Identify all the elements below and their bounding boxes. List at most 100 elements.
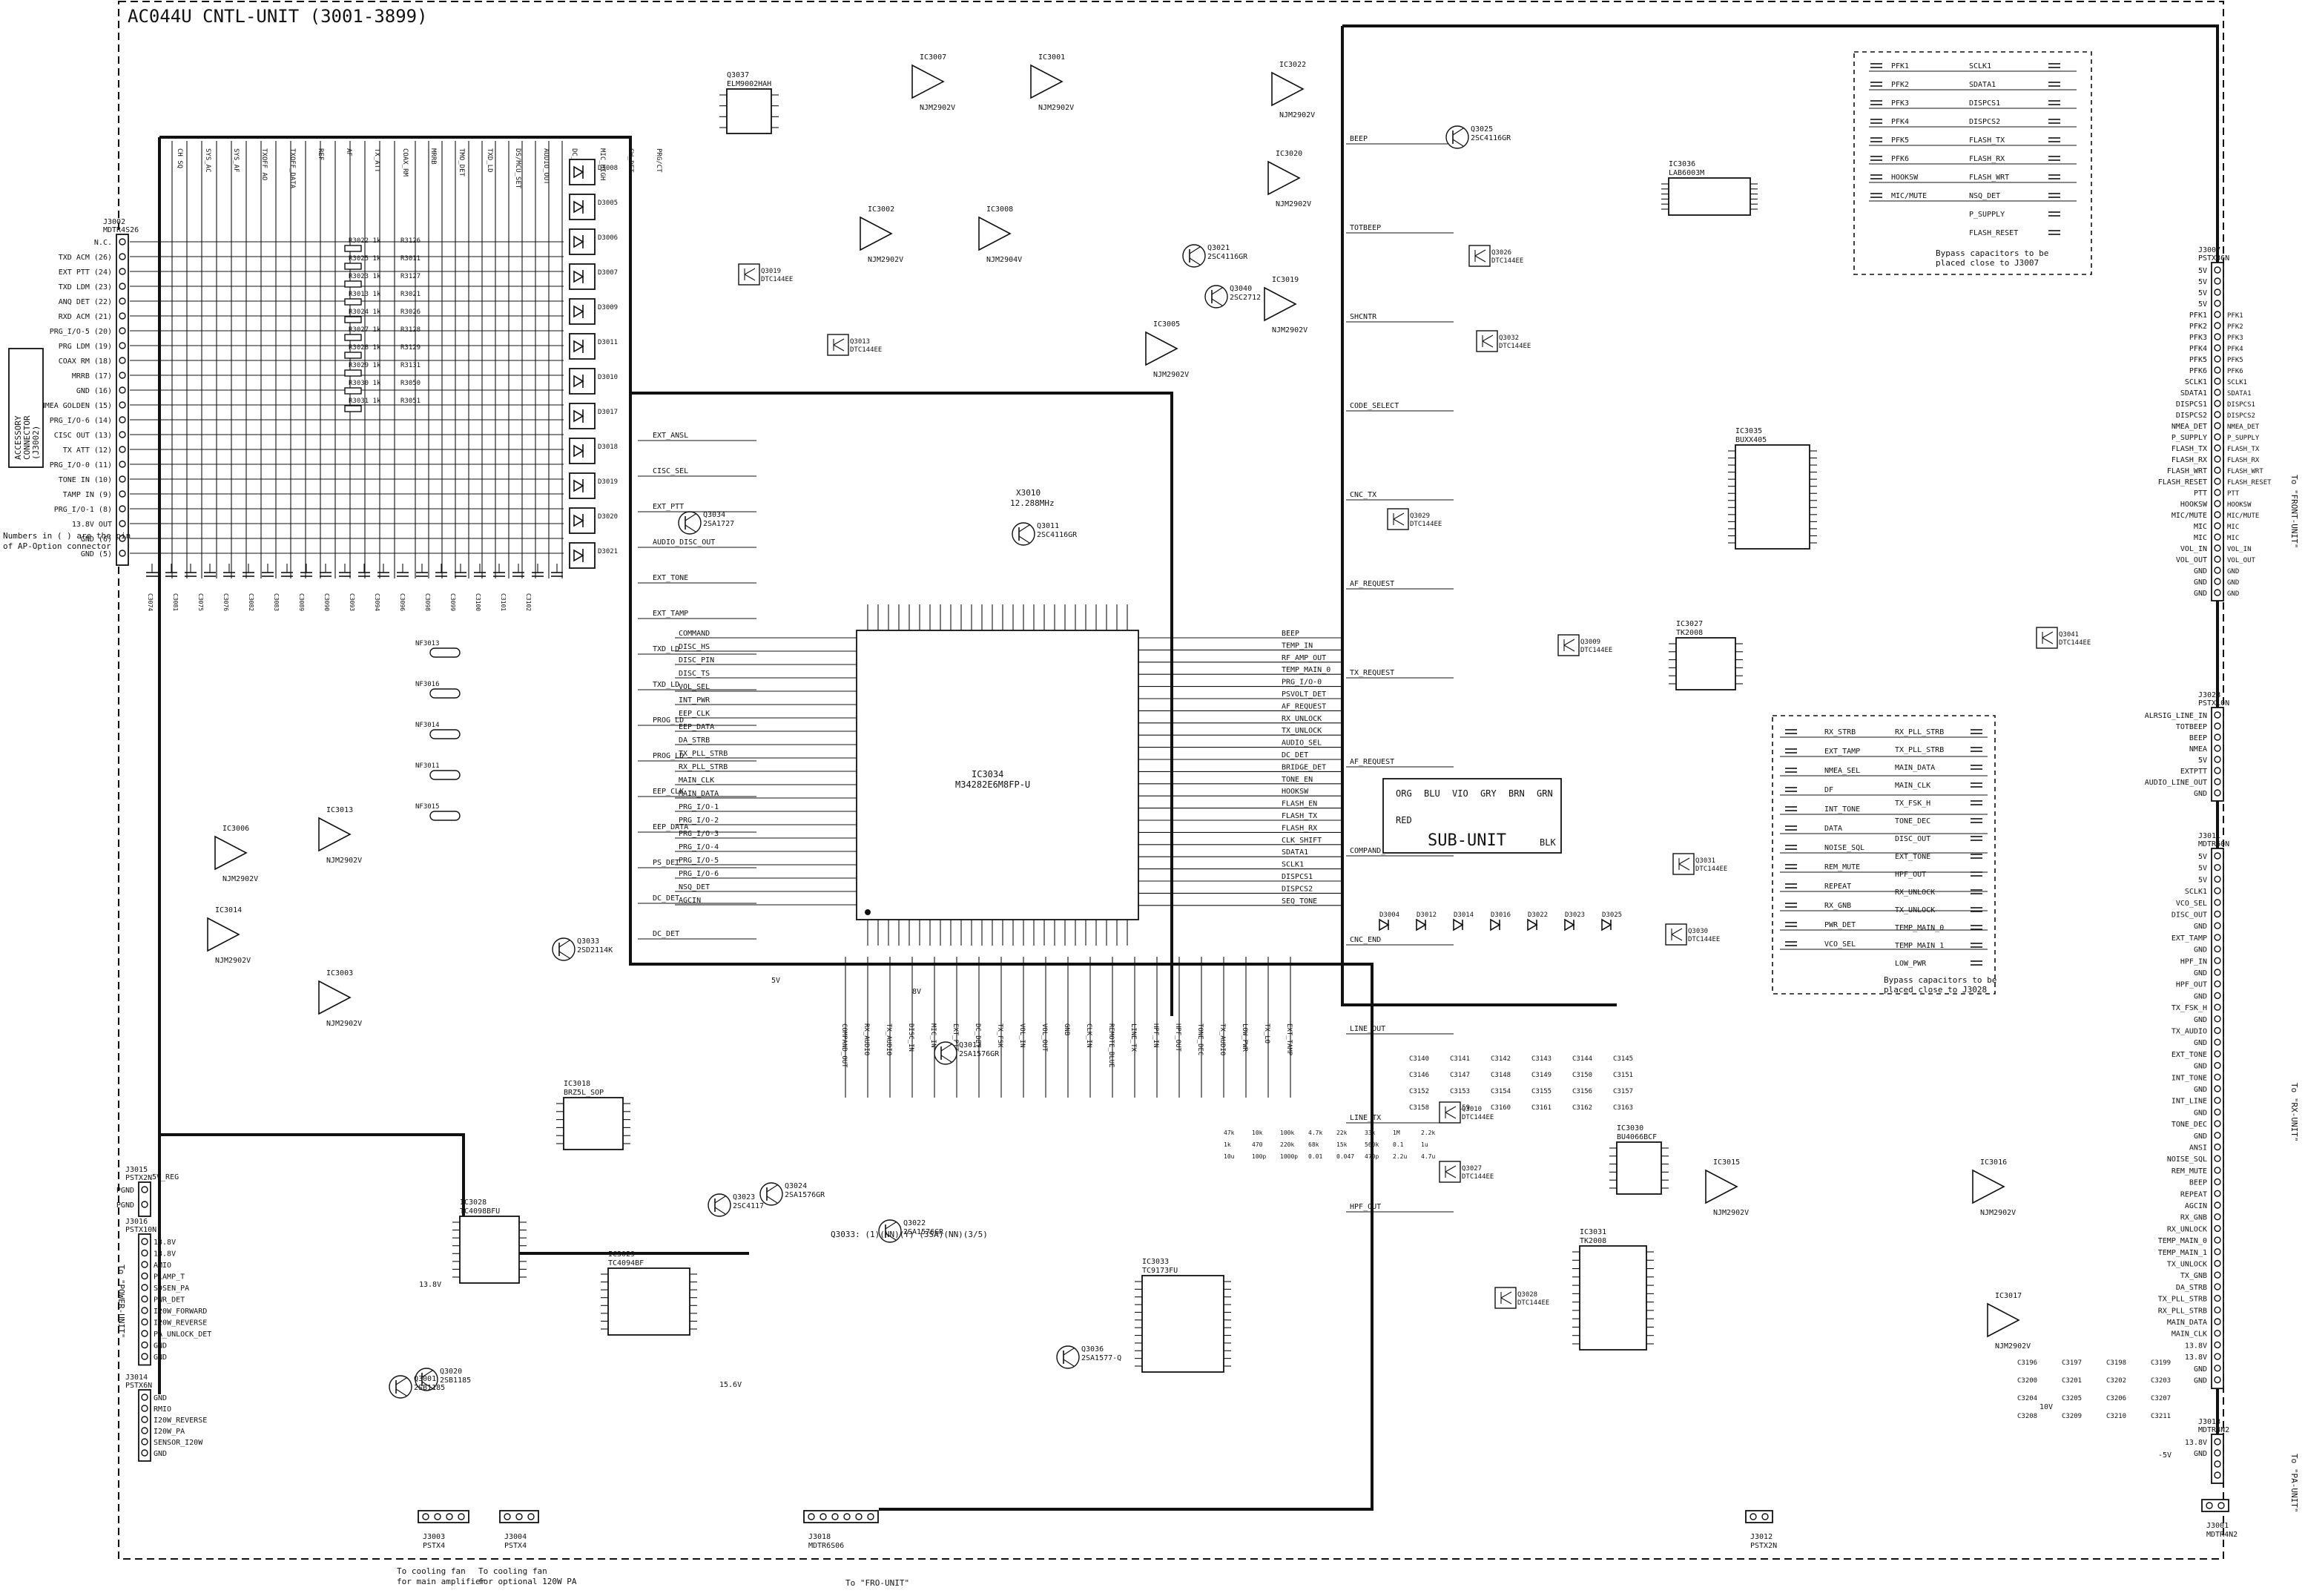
bypass-top-label: PFK5: [1891, 136, 1909, 145]
diode-pair: D3021: [569, 542, 618, 569]
ic-right-signal-label: PSVOLT_DET: [1282, 690, 1326, 699]
fan2-note-2: for optional 120W PA: [478, 1577, 577, 1586]
cap-ref: C3205: [2062, 1395, 2082, 1402]
connector-pin-label: DISPCS2: [2176, 412, 2207, 420]
ic-left-signal-label: PRG_I/O-3: [679, 830, 719, 838]
connector-pin-label: 5V: [2198, 289, 2207, 297]
connector-pin: [119, 416, 126, 423]
j3007-outer-label: FLASH_TX: [2227, 446, 2260, 453]
sub-unit-label: SUB-UNIT: [1428, 831, 1506, 850]
connector-pin: [2214, 533, 2221, 541]
dtc-body: [1665, 923, 1687, 946]
bypass-cap: [1971, 729, 1982, 734]
bus-header-label: COAX_RM: [401, 148, 409, 177]
ground-bus-lower: [159, 1133, 749, 1255]
connector-pin-label: PRG_I/O-6 (14): [50, 417, 112, 425]
connector-pin: [2214, 555, 2221, 563]
cap-ref: C3076: [222, 593, 229, 611]
mid-left-signal-label: AUDIO_DISC_OUT: [653, 538, 715, 547]
connector-pin: [2214, 945, 2221, 953]
connector-pin: [831, 1513, 839, 1520]
dtc-lead: [1474, 249, 1486, 257]
connector-pin: [2214, 366, 2221, 374]
chip-part: TC9173FU: [1142, 1267, 1178, 1275]
connector-pin: [2214, 1306, 2221, 1314]
diode: D3012: [1416, 911, 1437, 931]
cap-ref: C3094: [374, 593, 380, 611]
connector-pin-label: 13.8V OUT: [72, 521, 112, 529]
bus-header-label: TXOFF_AO: [260, 148, 268, 180]
transistor-lead: [558, 951, 570, 959]
dtc-lead: [1445, 1165, 1457, 1173]
connector-pin-label: HOOKSW: [2180, 501, 2208, 509]
connector-pin-label: CISC OUT (13): [54, 432, 112, 440]
bypass-top-right-label: FLASH_WRT: [1969, 174, 2009, 182]
transistor-lead: [558, 940, 570, 948]
ic-bottom-signal-label: DC_DET: [974, 1023, 981, 1048]
dtc-lead: [2042, 637, 2054, 644]
bypass-top-right-label: NSQ_DET: [1969, 192, 2000, 200]
mid-left-signal-label: PROG_LD: [653, 716, 684, 725]
bypass-capacitor: [165, 572, 177, 577]
connector-pin: [2214, 722, 2221, 730]
diode-ref: D3007: [598, 269, 618, 277]
bypass-mid-label: REM_MUTE: [1824, 863, 1860, 871]
bypass-cap: [1971, 836, 1982, 841]
connector-pin: [2214, 1318, 2221, 1325]
connector-pin: [119, 475, 126, 483]
transistor-lead: [1063, 1348, 1075, 1356]
connector-pin-label: GND: [2194, 946, 2207, 954]
connector-pin-label: COAX RM (18): [59, 357, 112, 366]
connector-pin-label: GND: [2194, 969, 2207, 977]
ic-right-signal-label: CLK_SHIFT: [1282, 837, 1322, 845]
cap-ref: C3081: [172, 593, 179, 611]
bypass-top-right-label: FLASH_TX: [1969, 136, 2005, 145]
dtc-body: [827, 334, 849, 356]
transistor-body: [678, 511, 702, 535]
transistor-ref: Q3021: [1207, 244, 1230, 252]
connector-pin: [141, 1284, 148, 1291]
front-unit-label: To "FRONT-UNIT": [2289, 475, 2299, 548]
bypass-cap: [1971, 747, 1982, 752]
opamp-ref: IC3006: [222, 825, 249, 833]
dtc-part: DTC144EE: [1491, 257, 1523, 265]
opamp-symbol: [318, 980, 352, 1015]
bypass-note-top-1: Bypass capacitors to be: [1936, 248, 2048, 258]
transistor-body: [389, 1375, 412, 1399]
pull-resistor: [344, 263, 362, 270]
ic-right-signal-label: TX_UNLOCK: [1282, 727, 1322, 735]
mid-left-signal-label: PROG_LD: [653, 752, 684, 760]
connector-pin: [458, 1513, 465, 1520]
mid-left-signal-label: PS_DET: [653, 859, 679, 867]
pull-resistor-value: R3024 1k: [349, 309, 381, 316]
ferrite-body: [429, 647, 461, 658]
diode-symbol: [573, 235, 584, 248]
bypass-cap: [1785, 864, 1797, 869]
bypass-cap: [2048, 230, 2060, 235]
connector-pin: [2214, 922, 2221, 929]
bypass-capacitor: [300, 572, 312, 577]
connector-ref: J3003: [423, 1533, 445, 1541]
component-value: 470p: [1365, 1153, 1379, 1160]
connector-pin-label: VOL_OUT: [2176, 556, 2207, 564]
connector-pin: [141, 1318, 148, 1326]
bypass-cap: [2048, 100, 2060, 105]
bus-header-label: SYS_AF: [232, 148, 240, 173]
dtc-ref: Q3009: [1580, 639, 1600, 646]
power-rail-label: 15.6V: [719, 1381, 742, 1389]
cap-ref: C3196: [2017, 1359, 2037, 1367]
diode-ref: D3019: [598, 478, 618, 486]
connector-pin-label: 5V: [2198, 853, 2207, 861]
connector-body: [2211, 1434, 2224, 1484]
main-mcu-ref: IC3034: [972, 769, 1003, 779]
connector-pin-label: MAIN_DATA: [2167, 1319, 2207, 1327]
dtc-lead: [1393, 512, 1405, 520]
diode-ref: D3008: [598, 165, 618, 172]
bypass-cap: [1785, 748, 1797, 754]
